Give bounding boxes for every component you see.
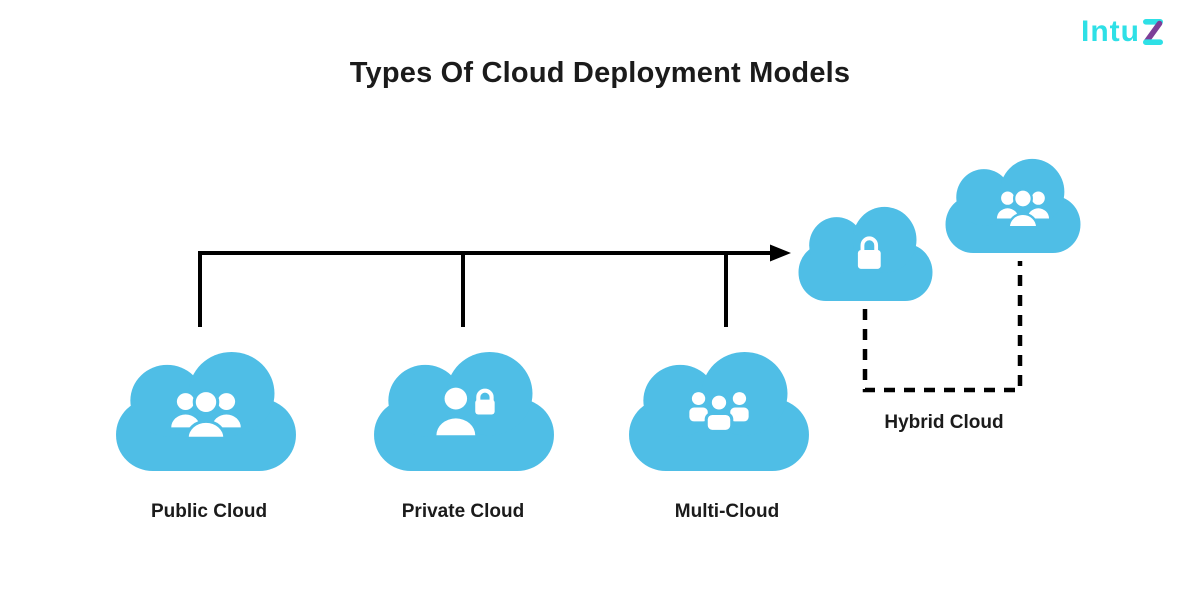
private-cloud xyxy=(374,351,554,471)
private-cloud-label: Private Cloud xyxy=(401,501,525,522)
public-cloud xyxy=(116,351,296,471)
intuz-logo: Intu xyxy=(1081,17,1164,47)
tree-connector xyxy=(198,244,791,327)
hybrid-dashed-connector xyxy=(862,261,1023,393)
logo-text: Intu xyxy=(1081,15,1140,48)
arrow-icon xyxy=(770,244,791,262)
public-cloud-label: Public Cloud xyxy=(150,501,268,522)
multi-cloud xyxy=(629,351,809,471)
hybrid-cloud-label: Hybrid Cloud xyxy=(884,412,1004,433)
hybrid-lock-cloud xyxy=(798,206,933,301)
page-title: Types Of Cloud Deployment Models xyxy=(349,57,851,89)
logo-letter-z xyxy=(1143,19,1163,45)
hybrid-people-cloud xyxy=(945,158,1081,253)
multi-cloud-label: Multi-Cloud xyxy=(674,501,780,522)
